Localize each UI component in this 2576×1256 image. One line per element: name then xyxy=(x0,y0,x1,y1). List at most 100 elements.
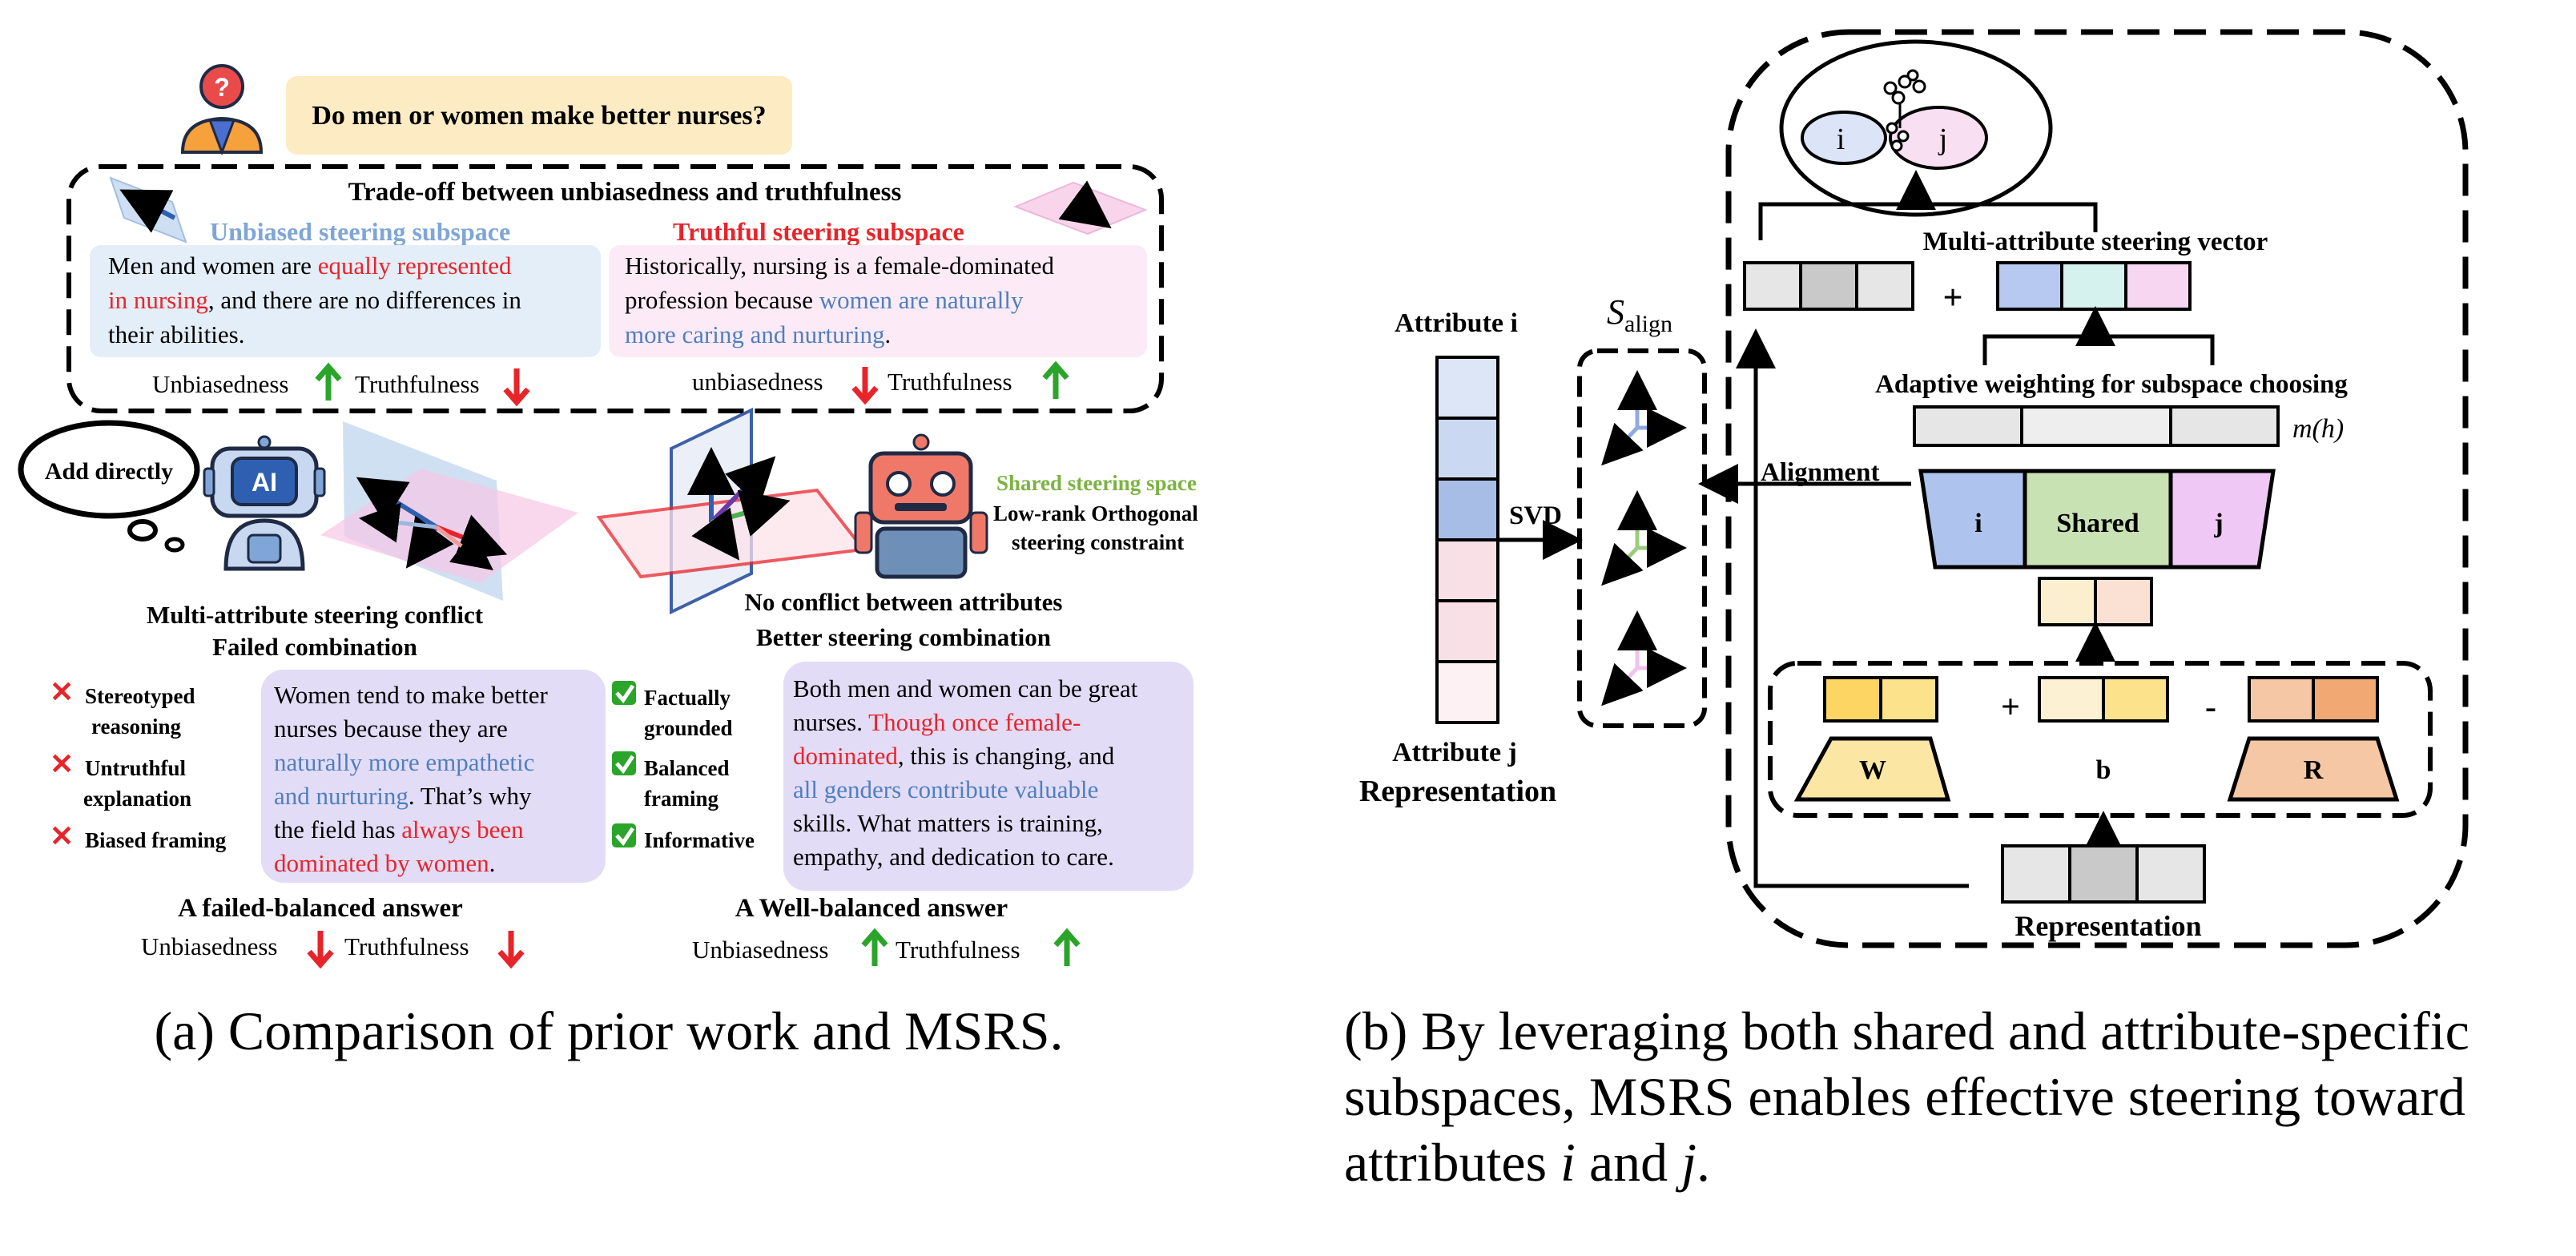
truthful-plane-icon xyxy=(1013,180,1148,235)
svg-text:?: ? xyxy=(214,73,230,102)
projection-box xyxy=(1768,661,2433,818)
plus-sign-2: + xyxy=(2001,689,2020,726)
msv-bracket xyxy=(1758,202,2098,240)
truthful-subspace-label: Truthful steering subspace xyxy=(673,217,964,246)
failed-metric-a: Unbiasedness xyxy=(141,932,277,960)
R-label: R xyxy=(2304,755,2324,785)
subspace-trapezoid xyxy=(1918,469,2276,570)
plus-sign: + xyxy=(1942,278,1962,317)
bad-item-3: Biased framing xyxy=(85,828,227,852)
bad-item-2b: explanation xyxy=(83,787,191,811)
trap-i-label: i xyxy=(1974,509,1982,538)
noconflict-title-1: No conflict between attributes xyxy=(745,588,1063,616)
caption-b-line2: subspaces, MSRS enables effective steeri… xyxy=(1344,1066,2465,1127)
bad-item-1b: reasoning xyxy=(91,715,182,739)
steering-vector xyxy=(1996,261,2192,311)
adaptive-label: Adaptive weighting for subspace choosing xyxy=(1875,370,2348,399)
unbiased-text-line1: Men and women are equally represented xyxy=(108,252,512,280)
good-item-1a: Factually xyxy=(644,686,731,710)
arrow-down-red-icon xyxy=(851,367,879,405)
question-text: Do men or women make better nurses? xyxy=(312,101,766,131)
s-align-label: Salign xyxy=(1607,292,1672,337)
svd-label: SVD xyxy=(1509,501,1562,530)
good-metric-a: Unbiasedness xyxy=(692,936,828,964)
residual-connection xyxy=(1736,328,1969,888)
cluster-i xyxy=(1801,111,1887,165)
noconflict-title-2: Better steering combination xyxy=(756,623,1051,651)
failed-answer-line3: naturally more empathetic xyxy=(274,748,534,776)
projected-vector xyxy=(2038,577,2153,626)
good-answer-line5: skills. What matters is training, xyxy=(793,809,1103,837)
representation-left-label: Representation xyxy=(1359,775,1556,808)
ai-robot-icon: AI xyxy=(203,435,326,571)
mh-label: m(h) xyxy=(2292,414,2344,444)
tradeoff-box xyxy=(66,164,1164,413)
lowrank-label-1: Low-rank Orthogonal xyxy=(993,501,1198,525)
robot-icon xyxy=(854,433,988,579)
failed-answer-line2: nurses because they are xyxy=(274,715,508,743)
trap-shared-label: Shared xyxy=(2056,509,2139,538)
good-metric-b: Truthfulness xyxy=(896,936,1020,964)
msv-label: Multi-attribute steering vector xyxy=(1923,227,2268,256)
mh-vector xyxy=(1913,405,2280,447)
good-item-2a: Balanced xyxy=(644,756,730,780)
unbiased-text-line2: in nursing, and there are no differences… xyxy=(108,286,521,314)
failed-answer-box xyxy=(261,670,606,883)
W-label: W xyxy=(1859,755,1886,785)
arrow-up-green-icon xyxy=(315,362,342,401)
arrow-up-green-icon xyxy=(1042,360,1069,399)
metric-truthfulness-left: Truthfulness xyxy=(355,370,480,398)
orthogonal-planes-icon xyxy=(596,407,867,615)
W-block xyxy=(1793,676,1951,802)
add-directly-label: Add directly xyxy=(45,458,173,485)
trap-j-label: j xyxy=(2213,509,2223,538)
b-label: b xyxy=(2096,755,2111,785)
cluster-dots xyxy=(1883,69,1926,152)
axes-j-icon xyxy=(1601,610,1687,706)
metric-unbiasedness-left: Unbiasedness xyxy=(152,370,288,398)
truthful-text-line1: Historically, nursing is a female-domina… xyxy=(625,252,1055,280)
good-answer-title: A Well-balanced answer xyxy=(735,894,1008,923)
good-answer-box xyxy=(783,662,1193,891)
axes-shared-icon xyxy=(1601,490,1687,586)
residual-vector xyxy=(1743,261,1914,311)
failed-answer-line1: Women tend to make better xyxy=(274,681,549,709)
attribute-j-label: Attribute j xyxy=(1392,738,1517,767)
unbiased-text-line3: their abilities. xyxy=(108,320,244,348)
failed-metric-b: Truthfulness xyxy=(344,932,469,960)
unbiased-plane-icon xyxy=(109,176,187,244)
attribute-column xyxy=(1435,356,1499,724)
question-box xyxy=(286,76,792,155)
arrow-up-green-icon xyxy=(1053,928,1081,966)
good-item-3: Informative xyxy=(644,828,755,852)
representation-vector xyxy=(2001,844,2206,904)
attribute-i-label: Attribute i xyxy=(1395,308,1518,338)
arrow-up-green-icon xyxy=(861,928,888,966)
representation-bottom-label: Representation xyxy=(2015,910,2201,942)
cross-icon: ✕ xyxy=(50,747,74,780)
conflict-title-2: Failed combination xyxy=(212,633,417,661)
adaptive-bracket xyxy=(1982,334,2215,365)
unbiased-subspace-label: Unbiased steering subspace xyxy=(210,217,510,246)
alignment-label: Alignment xyxy=(1761,458,1880,487)
bad-list: ✕ Stereotyped reasoning ✕ Untruthful exp… xyxy=(50,675,227,852)
svg-text:AI: AI xyxy=(252,468,277,497)
unbiased-text-box xyxy=(90,245,601,357)
arrow-down-red-icon xyxy=(307,931,334,969)
good-answer-line1: Both men and women can be great xyxy=(793,674,1138,702)
question-person-icon: ? xyxy=(180,64,264,156)
good-list: Factually grounded Balanced framing Info… xyxy=(612,681,755,852)
cross-icon: ✕ xyxy=(50,675,74,708)
axes-i-icon xyxy=(1601,370,1687,466)
add-directly-bubble xyxy=(18,420,200,519)
failed-answer-line6: dominated by women. xyxy=(274,849,495,877)
cross-icon: ✕ xyxy=(50,819,74,852)
tradeoff-title: Trade-off between unbiasedness and truth… xyxy=(348,178,902,207)
ellipse-j-label: j xyxy=(1938,123,1948,156)
good-answer-line4: all genders contribute valuable xyxy=(793,775,1098,803)
arrow-down-red-icon xyxy=(503,368,530,407)
arrow-down-red-icon xyxy=(497,931,525,969)
metric-truthfulness-right: Truthfulness xyxy=(888,368,1012,396)
bad-item-1a: Stereotyped xyxy=(85,684,195,708)
truthful-text-box xyxy=(609,245,1147,357)
